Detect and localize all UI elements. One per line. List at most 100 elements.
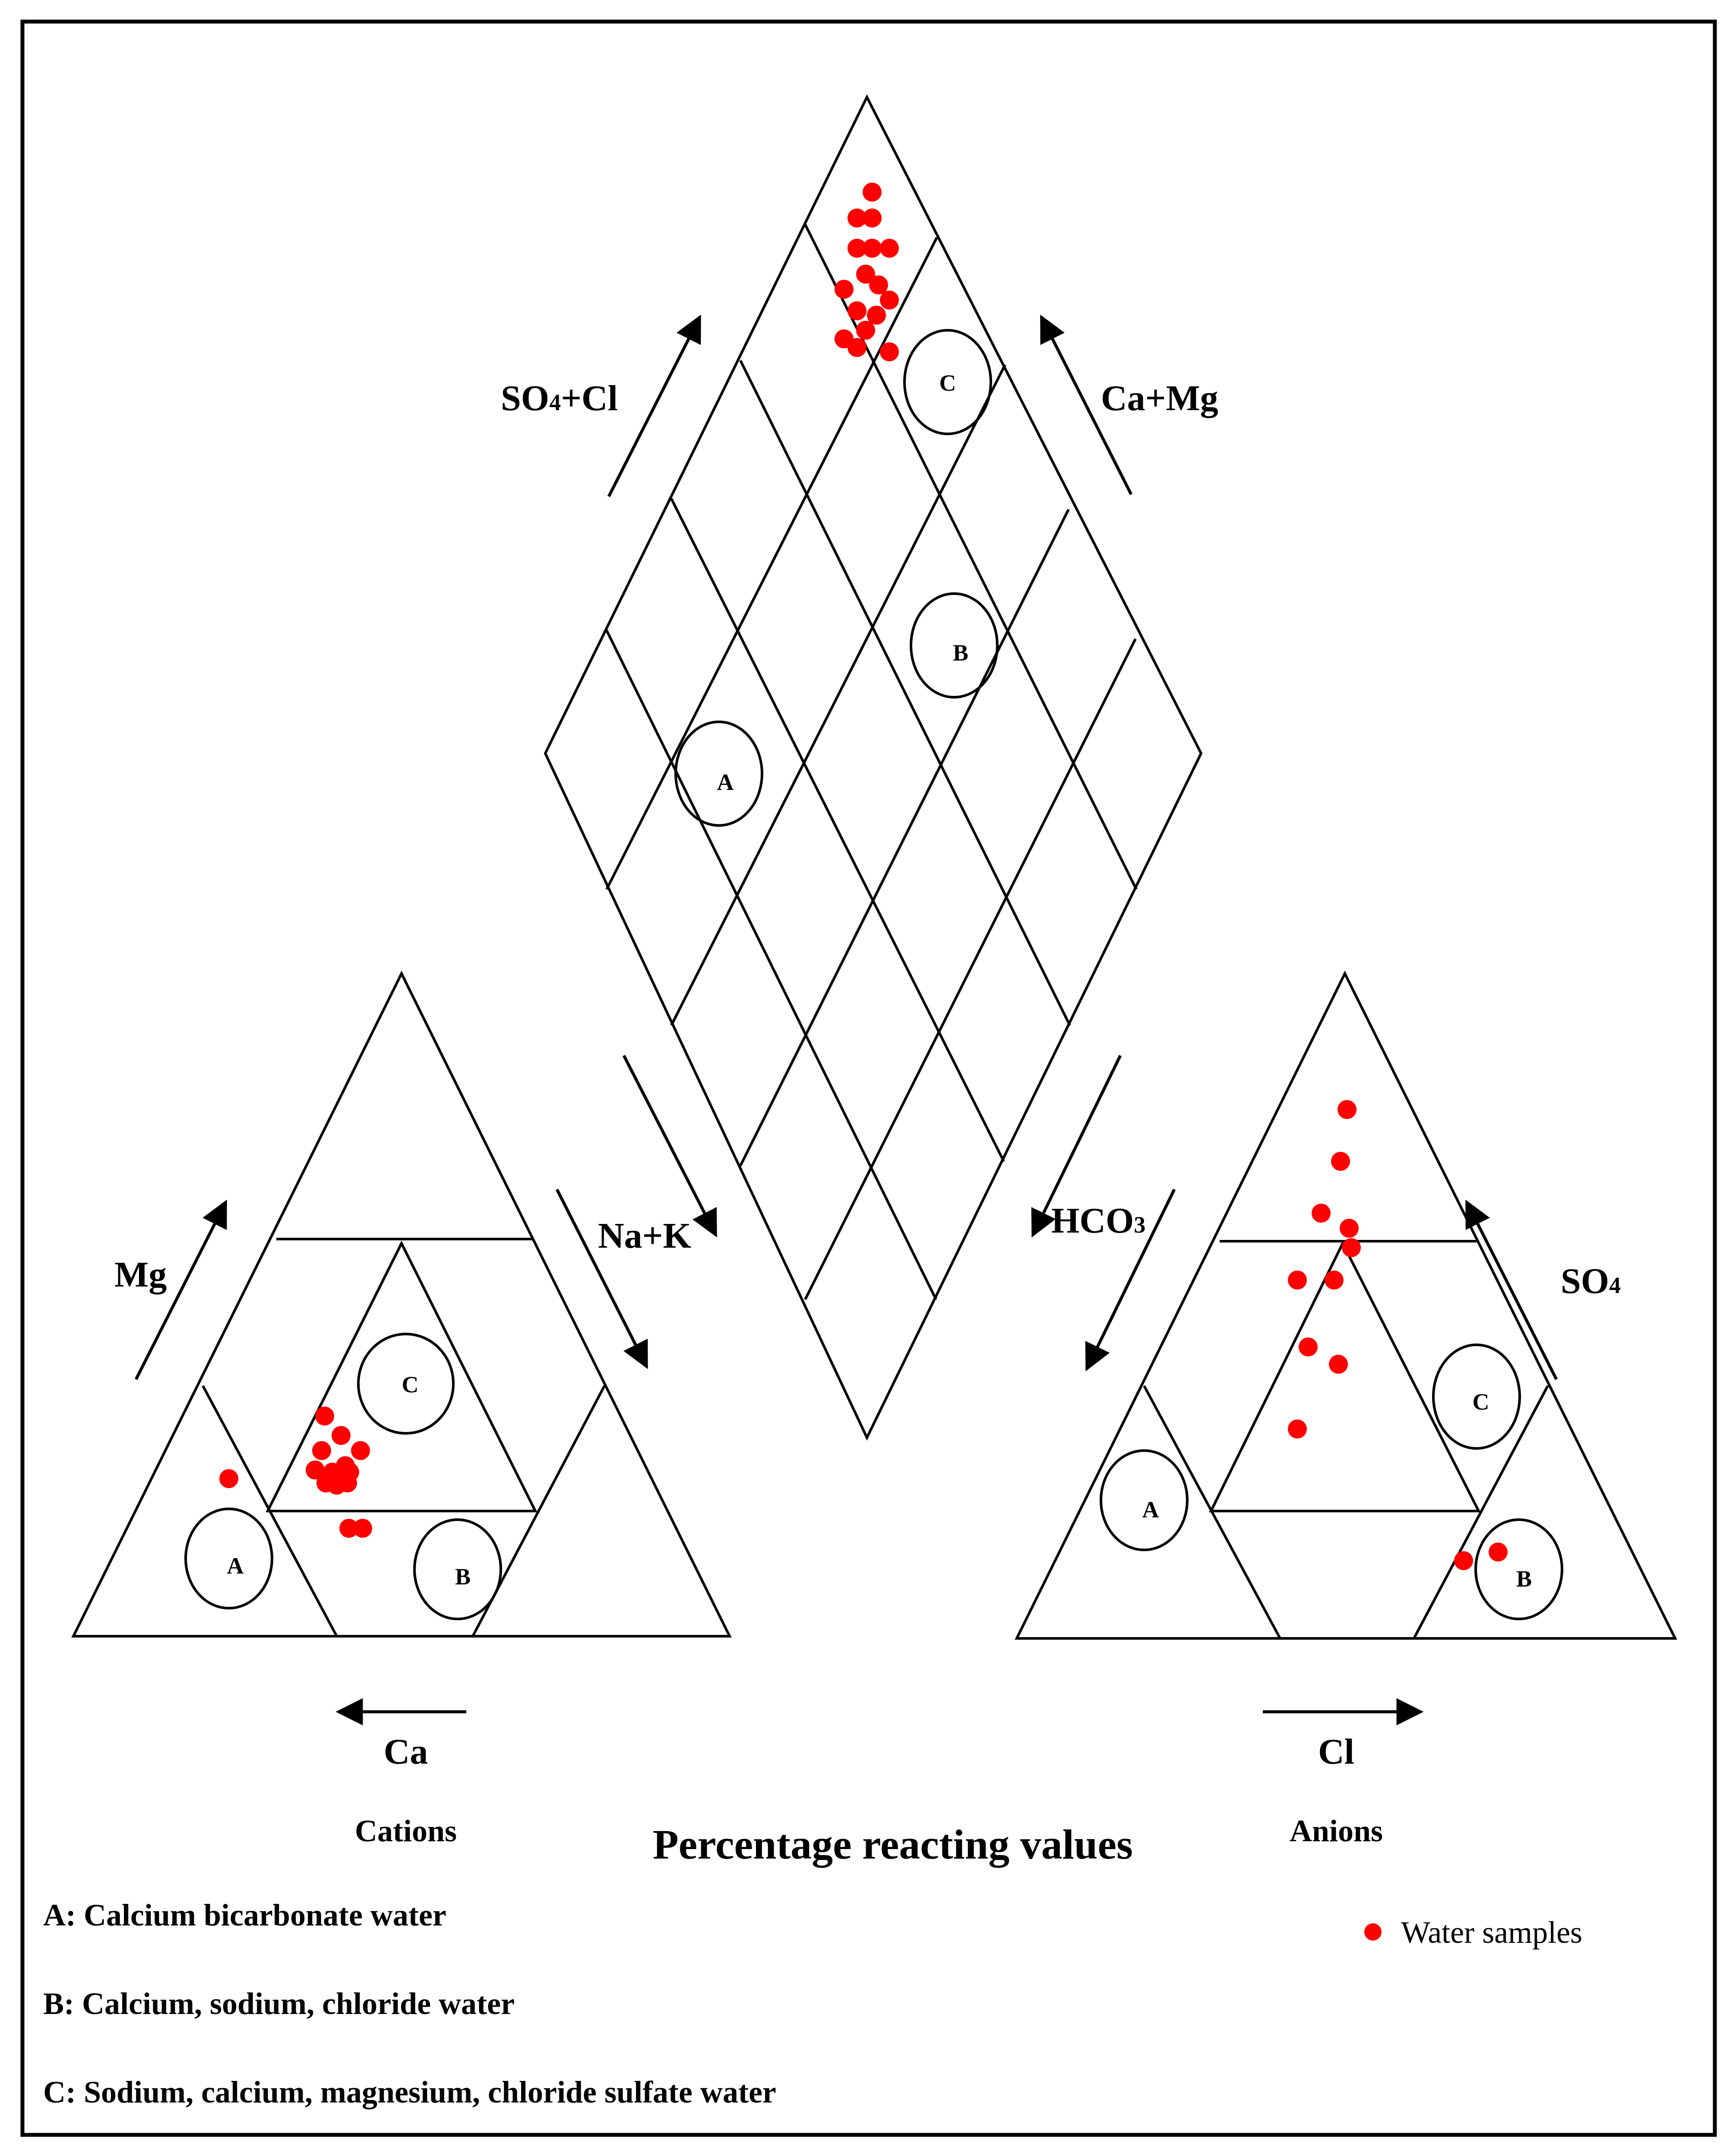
legend-marker bbox=[1364, 1923, 1382, 1941]
mg-arrow bbox=[134, 1199, 227, 1380]
cation-zone-b-label: B bbox=[455, 1564, 471, 1590]
diamond-grid-line bbox=[739, 509, 1070, 1167]
water-sample-point bbox=[1288, 1271, 1307, 1290]
water-sample-point bbox=[863, 239, 882, 258]
diamond-zone-b-label: B bbox=[953, 640, 968, 666]
water-sample-point bbox=[847, 338, 866, 357]
water-sample-point bbox=[1454, 1551, 1473, 1570]
water-sample-point bbox=[880, 291, 899, 310]
water-sample-point bbox=[847, 209, 866, 228]
diamond-grid-line bbox=[670, 498, 1005, 1162]
cation-axis-nak-label: Na+K bbox=[598, 1216, 691, 1256]
water-sample-point bbox=[880, 342, 899, 361]
figure-frame bbox=[20, 19, 1717, 2137]
anion-zone-c-label: C bbox=[1473, 1389, 1489, 1415]
water-sample-point bbox=[219, 1469, 238, 1488]
water-sample-point bbox=[353, 1519, 372, 1538]
water-sample-point bbox=[327, 1476, 346, 1495]
water-sample-point bbox=[863, 209, 882, 228]
water-sample-point bbox=[351, 1441, 370, 1460]
water-sample-point bbox=[863, 183, 882, 202]
so4cl-arrow bbox=[607, 314, 701, 497]
water-sample-point bbox=[856, 265, 875, 284]
water-sample-point bbox=[867, 306, 886, 325]
cation-triangle-outline bbox=[71, 971, 732, 1638]
cation-zone-c-circle bbox=[357, 1333, 455, 1435]
key-zone-a: A: Calcium bicarbonate water bbox=[43, 1898, 446, 1932]
diamond-hco3-arrow bbox=[1031, 1055, 1122, 1238]
figure-title: Percentage reacting values bbox=[653, 1821, 1133, 1868]
water-sample-point bbox=[847, 301, 866, 320]
key-zone-b: B: Calcium, sodium, chloride water bbox=[43, 1986, 515, 2021]
anion-grid-line bbox=[1143, 1385, 1281, 1639]
diamond-grid-line bbox=[804, 224, 1138, 890]
cation-zone-b-circle bbox=[413, 1518, 502, 1620]
diamond-zone-b-circle bbox=[910, 592, 999, 699]
water-sample-point bbox=[1299, 1337, 1318, 1356]
legend: Water samples bbox=[1364, 1915, 1582, 1950]
water-sample-point bbox=[1338, 1100, 1357, 1119]
water-sample-point bbox=[847, 239, 866, 258]
water-sample-point bbox=[1342, 1238, 1361, 1257]
water-sample-point bbox=[1288, 1420, 1307, 1438]
water-sample-point bbox=[315, 1407, 334, 1426]
diamond-grid-line bbox=[605, 629, 937, 1300]
cation-grid-line bbox=[202, 1385, 338, 1637]
water-sample-point bbox=[835, 280, 854, 299]
key-zone-c: C: Sodium, calcium, magnesium, chloride … bbox=[43, 2075, 776, 2109]
anion-axis-so4-label: SO4 bbox=[1561, 1261, 1621, 1301]
anion-inner-triangle bbox=[1209, 1240, 1481, 1512]
diamond-grid-line bbox=[605, 237, 938, 890]
cation-zone-a-circle bbox=[184, 1508, 273, 1609]
diamond-grid-line bbox=[804, 638, 1137, 1300]
water-sample-point bbox=[339, 1519, 358, 1538]
diamond-zone-c-circle bbox=[903, 329, 992, 435]
water-sample-point bbox=[869, 275, 888, 294]
cation-axis-ca-label: Ca bbox=[384, 1732, 428, 1772]
cation-inner-triangle bbox=[266, 1240, 538, 1512]
axis-arrows bbox=[134, 314, 1558, 1726]
anion-axis-hco3-label: HCO3 bbox=[1051, 1201, 1145, 1241]
water-sample-points bbox=[219, 183, 1508, 1570]
cation-zone-c-label: C bbox=[402, 1372, 419, 1397]
water-sample-point bbox=[1331, 1152, 1350, 1171]
water-sample-point bbox=[1312, 1204, 1331, 1223]
cation-zone-a-label: A bbox=[227, 1553, 244, 1579]
anion-zone-b-label: B bbox=[1516, 1566, 1532, 1592]
diamond-grid-line bbox=[739, 360, 1071, 1026]
water-sample-point bbox=[1489, 1543, 1508, 1562]
anion-zone-c-circle bbox=[1432, 1344, 1521, 1450]
water-sample-point bbox=[1325, 1271, 1344, 1290]
water-sample-point bbox=[880, 239, 899, 258]
diamond-grid-line bbox=[670, 364, 1006, 1026]
hco3-arrow bbox=[1085, 1189, 1176, 1372]
diamond-zones bbox=[674, 329, 999, 827]
anion-grid-line bbox=[1413, 1385, 1549, 1639]
anion-zone-a-circle bbox=[1100, 1449, 1189, 1551]
water-sample-point bbox=[1329, 1355, 1348, 1374]
cation-triangle-name: Cations bbox=[355, 1814, 457, 1848]
diamond-nak-arrow bbox=[622, 1055, 717, 1238]
anion-triangle-name: Anions bbox=[1290, 1814, 1383, 1848]
anion-zone-b-circle bbox=[1474, 1518, 1563, 1620]
diamond-axis-camg-label: Ca+Mg bbox=[1101, 378, 1218, 418]
diamond-outline bbox=[544, 94, 1203, 1441]
cation-zones bbox=[184, 1333, 502, 1620]
anion-zones bbox=[1100, 1344, 1563, 1620]
water-sample-point bbox=[332, 1426, 351, 1445]
water-sample-point bbox=[1340, 1219, 1359, 1238]
water-sample-point bbox=[312, 1441, 331, 1460]
legend-label: Water samples bbox=[1401, 1915, 1582, 1950]
cation-triangle bbox=[71, 971, 732, 1638]
camg-arrow bbox=[1040, 314, 1133, 495]
water-sample-point bbox=[306, 1461, 325, 1480]
so4-arrow bbox=[1465, 1199, 1558, 1380]
anion-triangle-outline bbox=[1015, 971, 1677, 1640]
nak-arrow bbox=[555, 1189, 648, 1369]
water-sample-point bbox=[856, 321, 875, 340]
diamond-zone-c-label: C bbox=[939, 370, 956, 396]
cation-axis-mg-label: Mg bbox=[114, 1255, 167, 1295]
diamond-axis-so4cl-label: SO4+Cl bbox=[501, 378, 618, 418]
anion-zone-a-label: A bbox=[1142, 1497, 1159, 1523]
